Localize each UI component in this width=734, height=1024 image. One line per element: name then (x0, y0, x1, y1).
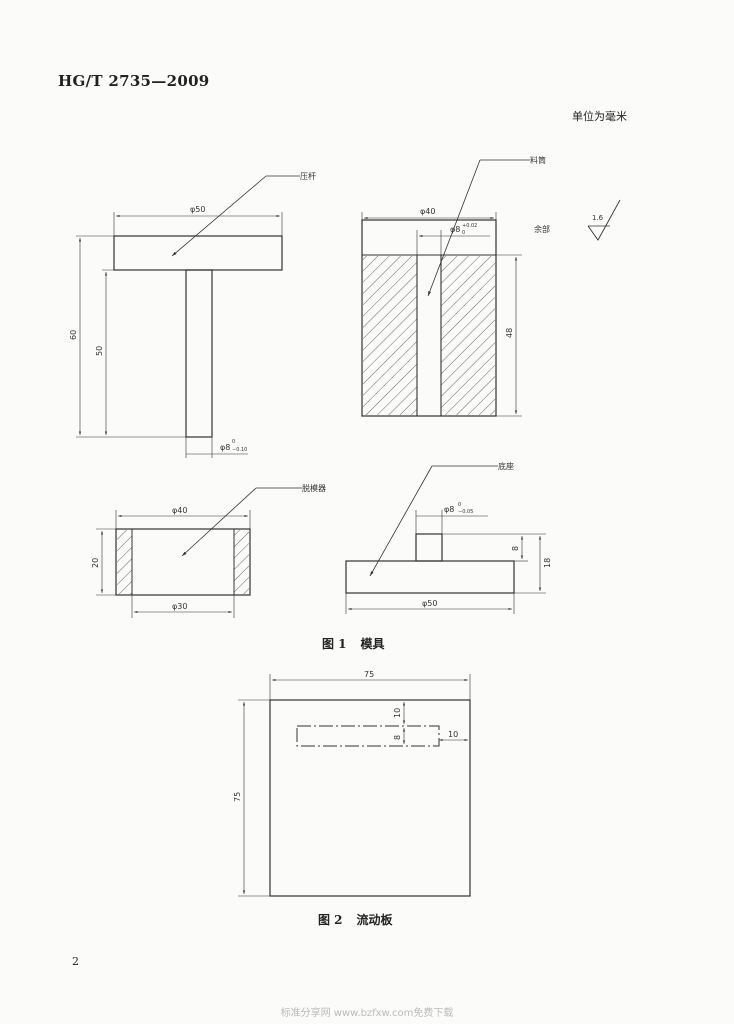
page-number: 2 (72, 955, 79, 968)
barrel-height: 48 (505, 328, 514, 338)
flow-plate-slot (296, 725, 440, 747)
base-pin-tol-lower: −0.05 (458, 509, 473, 515)
ejector-inner-dia: φ30 (172, 602, 187, 611)
standard-code: HG/T 2735—2009 (58, 72, 210, 90)
press-rod-total-height: 60 (69, 330, 78, 340)
roughness-note: 余部 (534, 224, 550, 234)
press-rod-drawing (76, 175, 300, 458)
base-plate-dia: φ50 (422, 599, 437, 608)
press-rod-shaft (185, 269, 213, 438)
ejector-hatch-left (117, 530, 132, 594)
base-pin-dia: φ8 (444, 505, 454, 514)
barrel-outline (361, 219, 497, 417)
barrel-hatch-right (441, 256, 495, 415)
unit-note: 单位为毫米 (572, 110, 627, 123)
figure1-caption: 图 1 模具 (322, 635, 385, 652)
roughness-value: 1.6 (592, 214, 604, 222)
press-rod-head-dia: φ50 (190, 205, 205, 214)
base-pin (415, 533, 443, 562)
figure2-caption: 图 2 流动板 (318, 911, 393, 928)
barrel-label: 料筒 (530, 155, 546, 165)
ejector-hatch-right (234, 530, 249, 594)
base-pin-tol-upper: 0 (458, 502, 461, 508)
press-rod-shaft-height: 50 (95, 346, 104, 356)
ejector-outer-dia: φ40 (172, 506, 187, 515)
flow-plate-right-offset: 10 (448, 730, 458, 739)
flow-plate-drawing (238, 674, 471, 897)
barrel-bore-dia: φ8 (450, 225, 460, 234)
base-label: 底座 (498, 461, 514, 471)
figure1-caption-number: 图 1 (322, 637, 347, 651)
flow-plate-height: 75 (233, 792, 242, 802)
base-pin-height: 8 (511, 546, 520, 551)
figure2-caption-title: 流动板 (356, 913, 393, 927)
barrel-outer-dia: φ40 (420, 207, 435, 216)
ejector-label: 脱模器 (302, 483, 326, 493)
ejector-height: 20 (91, 558, 100, 568)
press-rod-label: 压杆 (300, 171, 316, 181)
flow-plate-width: 75 (364, 670, 374, 679)
barrel-bore-tol-upper: +0.02 (462, 223, 477, 229)
base-drawing (345, 465, 546, 614)
barrel-hatch-left (363, 256, 417, 415)
barrel-bore-tol-lower: 0 (462, 230, 465, 236)
flow-plate-outline (269, 699, 471, 897)
press-rod-shaft-tol-upper: 0 (232, 439, 235, 445)
press-rod-head (113, 235, 283, 271)
footer-watermark: 标准分享网 www.bzfxw.com免费下载 (280, 1008, 454, 1019)
flow-plate-slot-height: 8 (393, 735, 402, 740)
barrel-drawing (361, 159, 621, 417)
figure1-caption-title: 模具 (360, 637, 385, 651)
press-rod-shaft-dia: φ8 (220, 443, 230, 452)
figure2-caption-number: 图 2 (318, 913, 343, 927)
flow-plate-top-offset: 10 (393, 708, 402, 718)
base-plate (345, 560, 515, 594)
ejector-drawing (96, 487, 302, 618)
ejector-outline (115, 528, 251, 596)
base-total-height: 18 (543, 558, 552, 568)
press-rod-shaft-tol-lower: −0.10 (232, 447, 247, 453)
